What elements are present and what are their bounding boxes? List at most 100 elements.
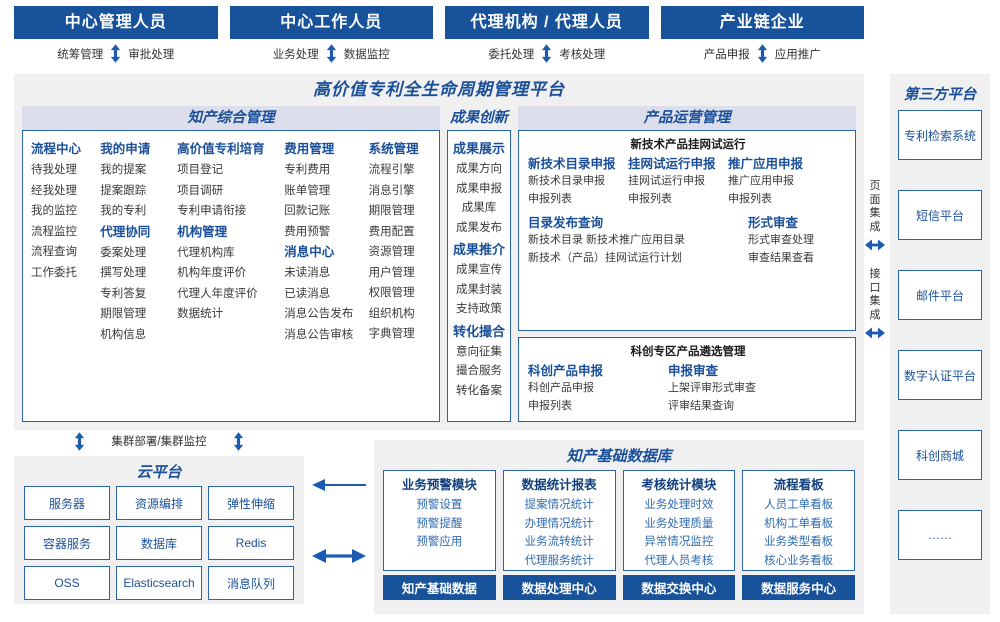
database-item[interactable]: 核心业务看板 bbox=[764, 554, 834, 567]
third-party-item[interactable]: 专利检索系统 bbox=[898, 110, 982, 160]
menu-item[interactable]: 费用预警 bbox=[284, 225, 331, 238]
menu-item[interactable]: 已读消息 bbox=[284, 287, 331, 300]
menu-item[interactable]: 资源管理 bbox=[368, 246, 415, 258]
database-item[interactable]: 预警提醒 bbox=[416, 517, 463, 530]
cloud-resource-cell[interactable]: 容器服务 bbox=[24, 526, 110, 560]
menu-item[interactable]: 我的监控 bbox=[31, 205, 77, 217]
menu-item[interactable]: 申报列表 bbox=[728, 192, 772, 205]
menu-item[interactable]: 期限管理 bbox=[100, 308, 147, 320]
database-item[interactable]: 代理服务统计 bbox=[524, 554, 594, 567]
role-title[interactable]: 中心管理人员 bbox=[14, 6, 218, 39]
menu-item[interactable]: 成果方向 bbox=[456, 163, 502, 175]
menu-item[interactable]: 成果库 bbox=[461, 202, 497, 214]
menu-item[interactable]: 权限管理 bbox=[368, 287, 415, 299]
cloud-resource-cell[interactable]: OSS bbox=[24, 566, 110, 600]
third-party-item[interactable]: 科创商城 bbox=[898, 430, 982, 480]
menu-item[interactable]: 提案跟踪 bbox=[100, 184, 147, 197]
menu-item[interactable]: 项目登记 bbox=[177, 164, 224, 176]
menu-item[interactable]: 机构年度评价 bbox=[177, 267, 247, 279]
third-party-item[interactable]: 短信平台 bbox=[898, 190, 982, 240]
menu-item[interactable]: 未读消息 bbox=[284, 267, 331, 279]
menu-item[interactable]: 期限管理 bbox=[368, 205, 415, 217]
menu-item[interactable]: 代理机构库 bbox=[177, 246, 235, 259]
menu-item[interactable]: 组织机构 bbox=[368, 307, 415, 320]
cloud-resource-cell[interactable]: 资源编排 bbox=[116, 486, 202, 520]
database-item[interactable]: 异常情况监控 bbox=[644, 536, 714, 548]
cloud-resource-cell[interactable]: 消息队列 bbox=[208, 566, 294, 600]
role-title[interactable]: 代理机构 / 代理人员 bbox=[445, 6, 649, 39]
menu-item[interactable]: 流程引擎 bbox=[368, 164, 415, 176]
role-title[interactable]: 产业链企业 bbox=[660, 6, 864, 39]
menu-item[interactable]: 专利费用 bbox=[284, 164, 331, 176]
menu-item[interactable]: 上架评审形式审查 bbox=[668, 382, 756, 394]
menu-item[interactable]: 申报列表 bbox=[528, 192, 572, 205]
menu-item[interactable]: 推广应用申报 bbox=[728, 175, 794, 187]
menu-item[interactable]: 流程监控 bbox=[31, 225, 77, 238]
menu-item[interactable]: 新技术目录 新技术推广应用目录 bbox=[528, 234, 686, 246]
menu-item[interactable]: 成果封装 bbox=[456, 283, 502, 296]
menu-item[interactable]: 消息公告审核 bbox=[284, 328, 354, 341]
third-party-item[interactable]: …… bbox=[898, 510, 982, 560]
menu-item[interactable]: 意向征集 bbox=[456, 345, 502, 358]
menu-item[interactable]: 申报列表 bbox=[528, 399, 572, 412]
menu-item[interactable]: 评审结果查询 bbox=[668, 399, 734, 412]
menu-item[interactable]: 新技术目录申报 bbox=[528, 175, 605, 187]
menu-item[interactable]: 新技术（产品）挂网试运行计划 bbox=[528, 251, 682, 264]
third-party-item[interactable]: 邮件平台 bbox=[898, 270, 982, 320]
database-item[interactable]: 业务处理时效 bbox=[644, 499, 714, 511]
menu-item[interactable]: 工作委托 bbox=[31, 266, 77, 279]
menu-item[interactable]: 审查结果查看 bbox=[748, 251, 814, 264]
menu-item[interactable]: 字典管理 bbox=[368, 328, 415, 340]
database-footer[interactable]: 数据处理中心 bbox=[502, 575, 616, 600]
role-title[interactable]: 中心工作人员 bbox=[229, 6, 433, 39]
menu-item[interactable]: 形式审查处理 bbox=[748, 234, 814, 246]
database-item[interactable]: 业务类型看板 bbox=[764, 536, 834, 548]
menu-item[interactable]: 代理人年度评价 bbox=[177, 287, 258, 300]
menu-item[interactable]: 经我处理 bbox=[31, 184, 77, 197]
database-footer[interactable]: 数据交换中心 bbox=[622, 575, 736, 600]
menu-item[interactable]: 待我处理 bbox=[31, 164, 77, 176]
cloud-resource-cell[interactable]: Elasticsearch bbox=[116, 566, 202, 600]
menu-item[interactable]: 消息公告发布 bbox=[284, 308, 354, 320]
menu-item[interactable]: 流程查询 bbox=[31, 246, 77, 258]
menu-item[interactable]: 数据统计 bbox=[177, 308, 224, 320]
menu-item[interactable]: 机构信息 bbox=[100, 328, 147, 341]
cloud-resource-cell[interactable]: 服务器 bbox=[24, 486, 110, 520]
database-item[interactable]: 业务流转统计 bbox=[524, 536, 594, 548]
menu-item[interactable]: 回款记账 bbox=[284, 205, 331, 217]
menu-item[interactable]: 我的提案 bbox=[100, 164, 147, 176]
menu-item[interactable]: 成果发布 bbox=[456, 221, 502, 234]
third-party-item[interactable]: 数字认证平台 bbox=[898, 350, 982, 400]
database-item[interactable]: 预警设置 bbox=[416, 499, 463, 511]
menu-item[interactable]: 用户管理 bbox=[368, 266, 415, 279]
menu-item[interactable]: 撮合服务 bbox=[456, 365, 502, 377]
menu-item[interactable]: 专利申请衔接 bbox=[177, 205, 247, 217]
cloud-resource-cell[interactable]: Redis bbox=[208, 526, 294, 560]
database-item[interactable]: 业务处理质量 bbox=[644, 517, 714, 530]
database-item[interactable]: 机构工单看板 bbox=[764, 517, 834, 530]
cloud-resource-cell[interactable]: 数据库 bbox=[116, 526, 202, 560]
cloud-resource-cell[interactable]: 弹性伸缩 bbox=[208, 486, 294, 520]
menu-item[interactable]: 支持政策 bbox=[456, 303, 502, 315]
database-footer[interactable]: 数据服务中心 bbox=[742, 575, 855, 600]
menu-item[interactable]: 账单管理 bbox=[284, 184, 331, 197]
menu-item[interactable]: 专利答复 bbox=[100, 287, 147, 300]
database-item[interactable]: 预警应用 bbox=[416, 536, 463, 548]
menu-item[interactable]: 申报列表 bbox=[628, 192, 672, 205]
database-item[interactable]: 代理人员考核 bbox=[644, 554, 714, 567]
menu-item[interactable]: 科创产品申报 bbox=[528, 382, 594, 394]
database-item[interactable]: 人员工单看板 bbox=[764, 499, 834, 511]
menu-item[interactable]: 我的专利 bbox=[100, 205, 147, 217]
database-item[interactable]: 提案情况统计 bbox=[524, 499, 594, 511]
menu-item[interactable]: 消息引擎 bbox=[368, 184, 415, 197]
database-item[interactable]: 办理情况统计 bbox=[524, 517, 594, 530]
menu-item[interactable]: 费用配置 bbox=[368, 225, 415, 238]
menu-item[interactable]: 成果申报 bbox=[456, 182, 502, 195]
menu-item[interactable]: 挂网试运行申报 bbox=[628, 175, 705, 187]
menu-item[interactable]: 项目调研 bbox=[177, 184, 224, 197]
menu-item[interactable]: 撰写处理 bbox=[100, 267, 147, 279]
menu-item[interactable]: 转化备案 bbox=[456, 384, 502, 397]
menu-item[interactable]: 成果宣传 bbox=[456, 264, 502, 276]
menu-item[interactable]: 委案处理 bbox=[100, 246, 147, 259]
database-footer[interactable]: 知产基础数据 bbox=[383, 575, 496, 600]
